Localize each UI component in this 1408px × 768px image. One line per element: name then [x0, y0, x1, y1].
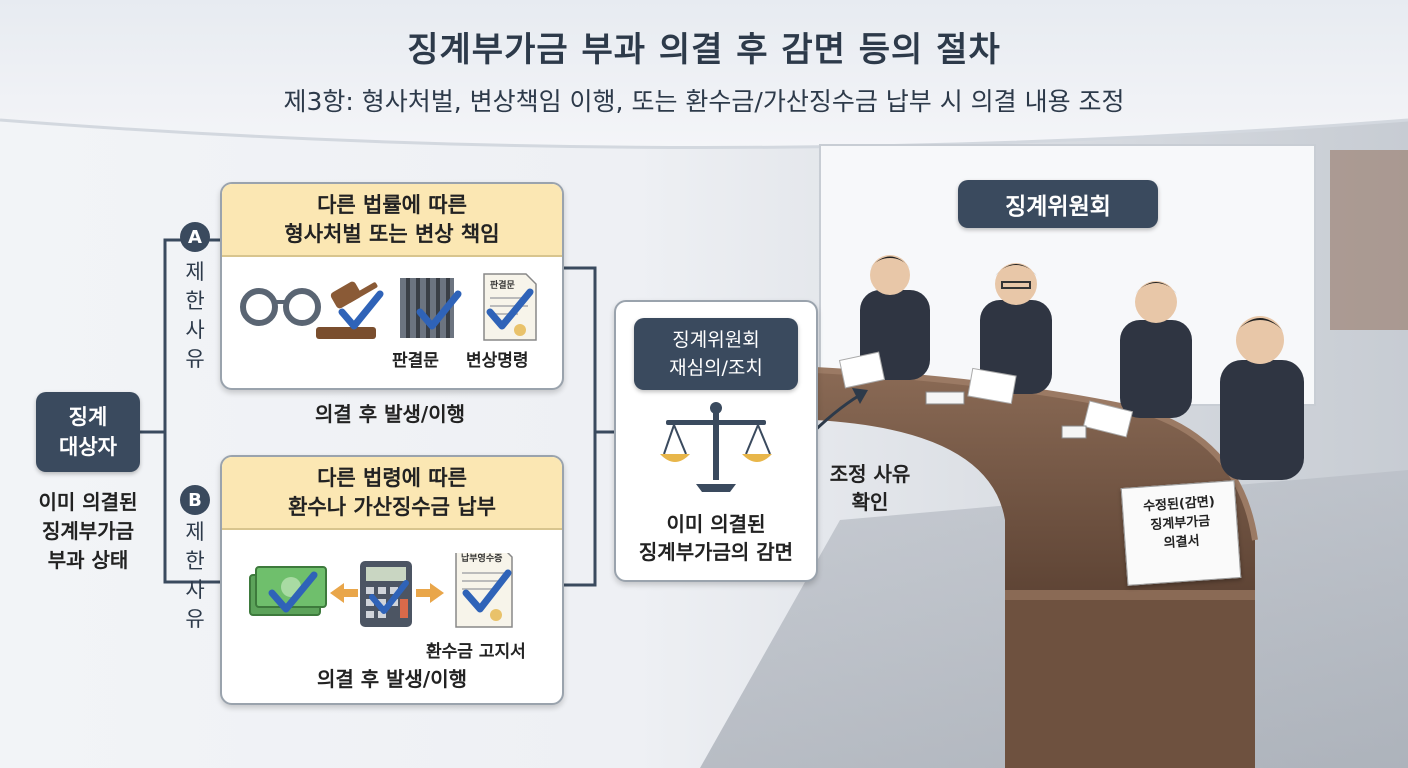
- check-icon: [416, 290, 462, 330]
- committee-room-label: 징계위원회: [958, 180, 1158, 228]
- badge-b: B: [180, 485, 210, 515]
- reason-b-side-label: 제한사유: [185, 520, 205, 631]
- arrow-right-icon: [416, 583, 444, 603]
- reason-a-icons: 판결문: [240, 273, 537, 341]
- scales-icon: [660, 402, 772, 492]
- committee-member-2: [967, 263, 1052, 405]
- handcuffs-icon: [240, 288, 321, 326]
- badge-a: A: [180, 222, 210, 252]
- judgment-document-icon: 판결문: [483, 273, 537, 341]
- page-title: 징계부가금 부과 의결 후 감면 등의 절차: [407, 30, 1001, 70]
- reason-b-footer: 의결 후 발생/이행: [316, 667, 468, 691]
- name-plate-icon: [925, 391, 1087, 439]
- payment-receipt-icon: 납부영수증: [455, 553, 513, 628]
- reason-a-side-label: 제한사유: [185, 260, 205, 371]
- doc-label-compensation-order: 변상명령: [466, 351, 529, 371]
- committee-action-result: 이미 의결된 징계부가금의 감면: [638, 512, 794, 564]
- committee-member-3: [1082, 281, 1192, 438]
- check-icon: [338, 290, 384, 330]
- jail-icon: [400, 278, 454, 338]
- resolution-document-text: 수정된(감면) 징계부가금 의결서: [1142, 494, 1216, 552]
- doc-label-refund-notice: 환수금 고지서: [426, 642, 526, 662]
- reason-a-header: 다른 법률에 따른 형사처벌 또는 변상 책임: [222, 184, 562, 257]
- reason-b-icons: 납부영수증: [249, 553, 513, 628]
- committee-action-card: 징계위원회 재심의/조치 이미 의결된 징계부가금의 감면: [614, 300, 818, 582]
- check-icon: [486, 288, 534, 330]
- committee-member-4: [1220, 316, 1304, 480]
- calculator-icon: [360, 561, 412, 627]
- reason-a-card: 다른 법률에 따른 형사처벌 또는 변상 책임 판결문: [220, 182, 564, 390]
- doc-tag: 판결문: [490, 279, 515, 291]
- receipt-tag: 납부영수증: [461, 553, 502, 564]
- check-icon: [369, 580, 409, 614]
- reason-b-header: 다른 법령에 따른 환수나 가산징수금 납부: [222, 457, 562, 530]
- reason-b-card: 다른 법령에 따른 환수나 가산징수금 납부 납부영수증: [220, 455, 564, 705]
- subject-status: 이미 의결된 징계부가금 부과 상태: [38, 490, 138, 572]
- doc-label-judgment: 판결문: [392, 351, 439, 371]
- gavel-icon: [316, 281, 378, 339]
- page-subtitle: 제3항: 형사처벌, 변상책임 이행, 또는 환수금/가산징수금 납부 시 의결…: [283, 87, 1125, 116]
- committee-member-1: [838, 255, 930, 389]
- adjust-reason-label: 조정 사유 확인: [829, 462, 911, 514]
- arrow-left-icon: [330, 583, 358, 603]
- subject-box: 징계 대상자: [36, 392, 140, 472]
- committee-action-box: 징계위원회 재심의/조치: [634, 318, 798, 390]
- committee-members: [838, 255, 1304, 480]
- check-icon: [462, 569, 512, 613]
- reason-a-footer: 의결 후 발생/이행: [314, 402, 466, 426]
- resolution-document: 수정된(감면) 징계부가금 의결서: [1120, 480, 1242, 586]
- check-icon: [268, 571, 318, 613]
